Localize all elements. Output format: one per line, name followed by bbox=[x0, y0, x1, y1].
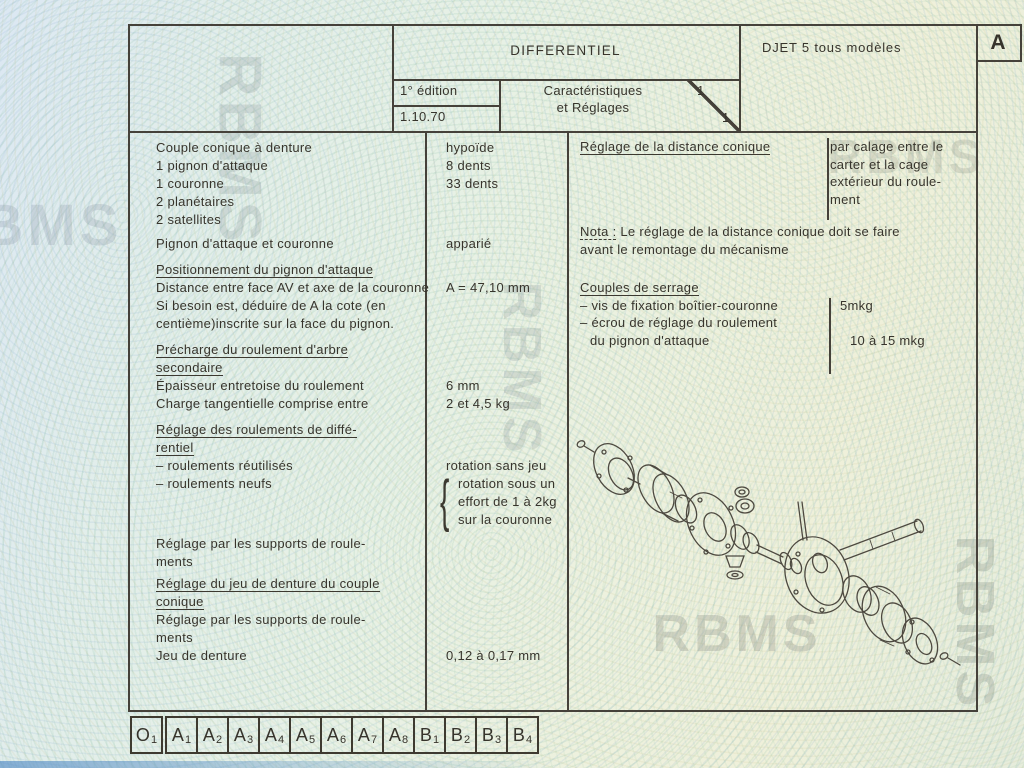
section-heading: Réglage du jeu de denture du couple coni… bbox=[156, 576, 380, 610]
section-index-letter: A bbox=[976, 24, 1022, 62]
couples-value-divider bbox=[829, 298, 831, 374]
spec-sheet-table: DIFFERENTIEL 1° édition 1.10.70 Caractér… bbox=[128, 24, 978, 712]
distance-conique-value: par calage entre le carter et la cage ex… bbox=[830, 139, 944, 207]
spec-row: Jeu de denture 0,12 à 0,17 mm bbox=[156, 648, 541, 663]
center-divider bbox=[567, 133, 569, 710]
header-hline bbox=[392, 79, 741, 81]
header-bottom-line bbox=[130, 131, 976, 133]
adjustments-column: Réglage de la distance conique par calag… bbox=[580, 138, 972, 349]
spec-row: du pignon d'attaque 10 à 15 mkg bbox=[590, 332, 925, 348]
note-text: Si besoin est, déduire de A la cote (en … bbox=[156, 298, 395, 331]
spec-row: Couple conique à denture hypoïde bbox=[156, 140, 495, 155]
section-heading: Positionnement du pignon d'attaque bbox=[156, 262, 374, 278]
distance-value-divider bbox=[827, 138, 829, 220]
spec-row: Pignon d'attaque et couronne apparié bbox=[156, 236, 492, 251]
section-heading: Réglage des roulements de diffé- rentiel bbox=[156, 422, 357, 456]
nota-paragraph: Nota : Le réglage de la distance conique… bbox=[580, 224, 900, 257]
subtitle-line1: Caractéristiques bbox=[543, 83, 643, 98]
differential-exploded-diagram bbox=[576, 440, 961, 666]
spec-row: 2 satellites bbox=[156, 212, 222, 227]
page-total: 1 bbox=[722, 110, 730, 125]
spec-row: 1 pignon d'attaque 8 dents bbox=[156, 158, 491, 173]
spec-row: 2 planétaires bbox=[156, 194, 235, 209]
distance-conique-section: Réglage de la distance conique par calag… bbox=[580, 138, 972, 208]
left-value-divider bbox=[425, 133, 427, 710]
brace-value-block: { rotation sous un effort de 1 à 2kg sur… bbox=[440, 467, 557, 533]
edition-label: 1° édition bbox=[400, 83, 458, 98]
bottom-blue-band bbox=[0, 761, 560, 768]
spec-row: – écrou de réglage du roulement bbox=[580, 315, 778, 330]
couples-serrage-section: Couples de serrage – vis de fixation boî… bbox=[580, 279, 972, 349]
section-heading: Précharge du roulement d'arbre secondair… bbox=[156, 342, 349, 376]
vehicle-model: DJET 5 tous modèles bbox=[762, 40, 902, 55]
spec-row: 1 couronne 33 dents bbox=[156, 176, 499, 191]
spec-row: Charge tangentielle comprise entre 2 et … bbox=[156, 396, 511, 411]
edition-date: 1.10.70 bbox=[400, 109, 446, 124]
page-fraction-box bbox=[687, 79, 739, 131]
spec-row: Épaisseur entretoise du roulement 6 mm bbox=[156, 378, 480, 393]
spec-row: – roulements neufs { rotation sous un ef… bbox=[156, 467, 557, 533]
paragraph: Réglage par les supports de roule- ments bbox=[156, 536, 366, 569]
spec-row: – roulements réutilisés rotation sans je… bbox=[156, 458, 547, 473]
section-heading: Couples de serrage bbox=[580, 280, 699, 296]
nota-label: Nota : bbox=[580, 224, 617, 240]
header-hline bbox=[392, 105, 499, 107]
document-title: DIFFERENTIEL bbox=[510, 43, 621, 58]
page-number: 1 bbox=[697, 83, 705, 98]
section-heading: Réglage de la distance conique bbox=[580, 139, 771, 155]
document-subtitle: Caractéristiques et Réglages bbox=[499, 82, 687, 116]
header-vline bbox=[739, 26, 741, 131]
spec-row: Distance entre face AV et axe de la cour… bbox=[156, 280, 531, 295]
header-vline bbox=[392, 26, 394, 131]
paragraph: Réglage par les supports de roule- ments bbox=[156, 612, 366, 645]
subtitle-line2: et Réglages bbox=[556, 100, 630, 115]
header-vline bbox=[499, 79, 501, 131]
brace-glyph: { bbox=[440, 467, 450, 533]
spec-row: – vis de fixation boîtier-couronne 5mkg bbox=[580, 297, 873, 313]
characteristics-column: Couple conique à denture hypoïde 1 pigno… bbox=[156, 139, 562, 665]
